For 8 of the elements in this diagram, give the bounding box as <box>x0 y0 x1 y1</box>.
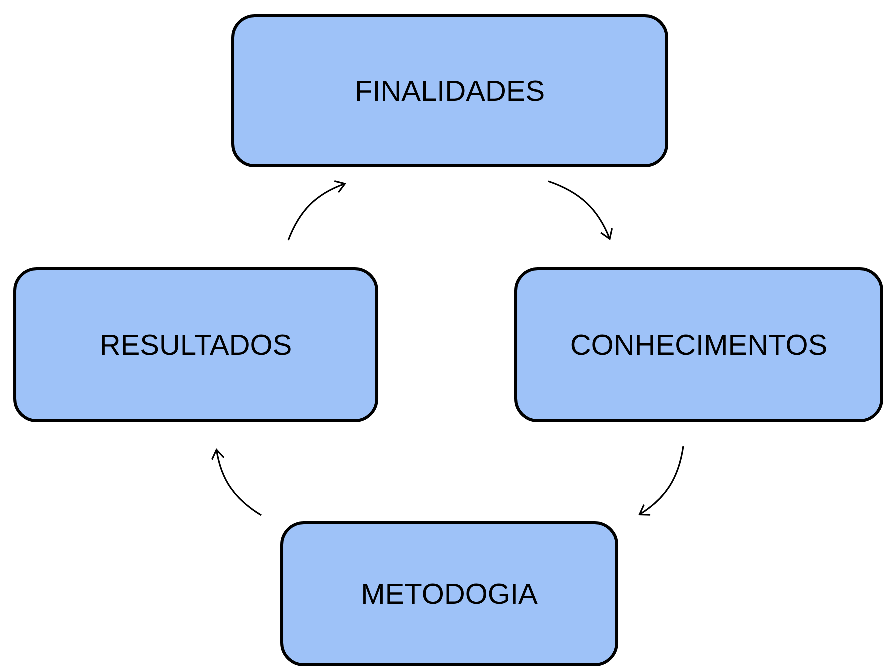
process-box: FINALIDADES <box>232 14 668 168</box>
process-box: METODOGIA <box>280 522 618 666</box>
process-box: RESULTADOS <box>14 268 378 422</box>
arrow <box>638 446 684 516</box>
process-box: CONHECIMENTOS <box>514 268 884 422</box>
arrow <box>548 180 614 240</box>
arrow <box>288 180 346 241</box>
arrow <box>211 448 262 516</box>
